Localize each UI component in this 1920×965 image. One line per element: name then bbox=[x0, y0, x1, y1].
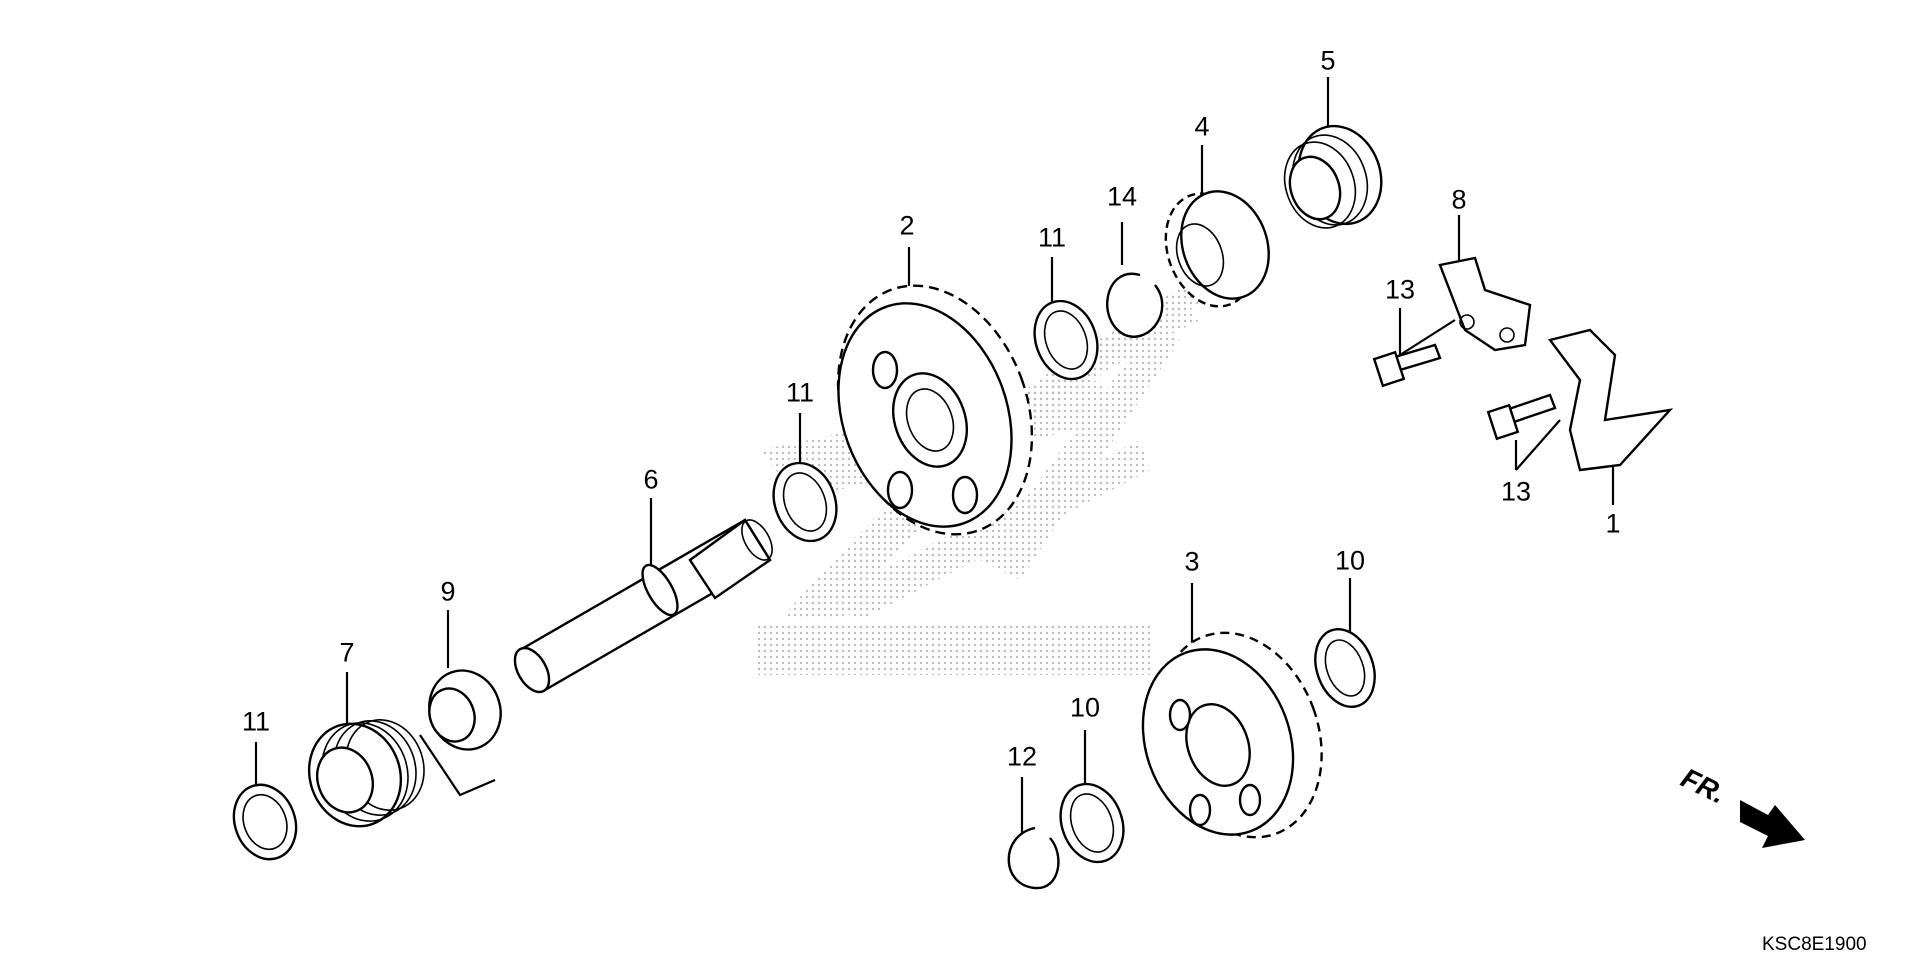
callout-8: 8 bbox=[1451, 184, 1467, 215]
bolt-13-upper bbox=[1372, 343, 1442, 388]
washer-11-mid bbox=[772, 461, 838, 543]
snap-ring-12 bbox=[1007, 826, 1060, 890]
kick-spring-7 bbox=[307, 719, 496, 828]
honda-letters-watermark bbox=[755, 625, 1150, 675]
washer-10-upper bbox=[1314, 628, 1376, 708]
front-direction-arrow bbox=[1740, 800, 1805, 848]
bolt-13-lower bbox=[1486, 393, 1557, 441]
diagram-code: KSC8E1900 bbox=[1762, 934, 1867, 955]
callout-5: 5 bbox=[1320, 45, 1336, 76]
callout-6: 6 bbox=[643, 464, 659, 495]
callout-14: 14 bbox=[1106, 181, 1138, 212]
callout-1: 1 bbox=[1605, 508, 1621, 539]
callout-9: 9 bbox=[440, 576, 456, 607]
kick-shaft-6 bbox=[513, 518, 773, 694]
collar-9 bbox=[428, 669, 502, 751]
guide-1 bbox=[1547, 328, 1674, 472]
washer-11-upper bbox=[1033, 299, 1099, 381]
callout-7: 7 bbox=[339, 637, 355, 668]
callout-4: 4 bbox=[1194, 111, 1210, 142]
callout-2: 2 bbox=[899, 210, 915, 241]
ratchet-4 bbox=[1164, 190, 1270, 308]
idle-gear-3 bbox=[1141, 631, 1323, 839]
snap-ring-14 bbox=[1106, 272, 1164, 338]
stopper-plate-8 bbox=[1438, 256, 1532, 352]
leader-lines bbox=[254, 77, 1615, 835]
callout-12: 12 bbox=[1006, 741, 1038, 772]
callout-11-mid: 11 bbox=[785, 377, 815, 408]
callout-10-lower: 10 bbox=[1069, 692, 1101, 723]
washer-11-left bbox=[232, 783, 298, 861]
ratchet-spring-5 bbox=[1283, 124, 1383, 229]
kick-gear-2 bbox=[836, 284, 1034, 536]
callout-11-left: 11 bbox=[241, 706, 271, 737]
callout-13-upper: 13 bbox=[1384, 274, 1416, 305]
callout-11-upper: 11 bbox=[1037, 222, 1067, 253]
callout-3: 3 bbox=[1184, 546, 1200, 577]
callout-10-upper: 10 bbox=[1334, 545, 1366, 576]
callout-13-lower: 13 bbox=[1500, 476, 1532, 507]
washer-10-lower bbox=[1059, 782, 1125, 864]
